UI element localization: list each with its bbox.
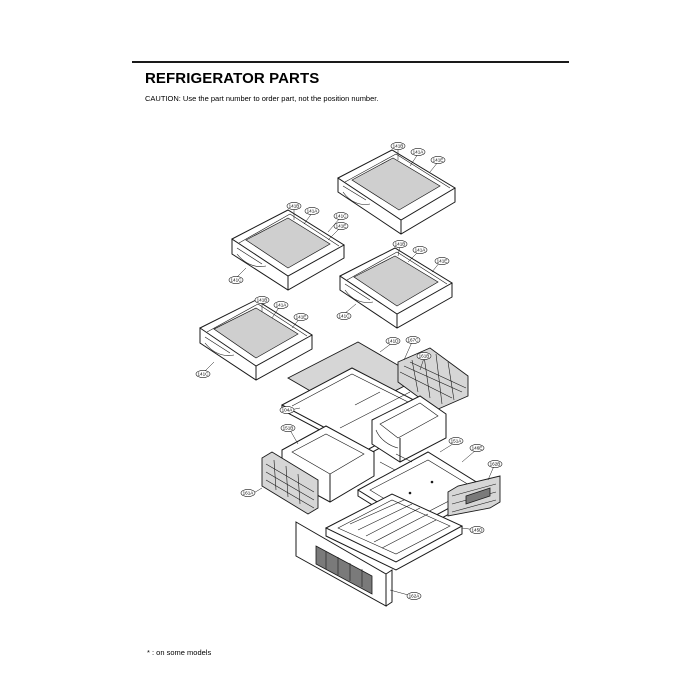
- svg-text:141B: 141B: [289, 204, 300, 209]
- svg-text:141A: 141A: [413, 150, 425, 155]
- pantry-drawer-tray: [324, 493, 464, 571]
- page-title: REFRIGERATOR PARTS: [145, 70, 320, 87]
- svg-text:141B: 141B: [257, 298, 268, 303]
- callout-161a: 161A: [240, 489, 256, 497]
- callout-151b: 151B: [280, 424, 296, 432]
- drawer-rail-left: [261, 451, 319, 515]
- callout-141a-middle-right: 141A: [412, 246, 428, 254]
- svg-text:141D: 141D: [388, 339, 400, 344]
- svg-text:104A: 104A: [282, 408, 294, 413]
- crisper-drawer-right: [371, 395, 447, 463]
- svg-text:141A: 141A: [307, 209, 319, 214]
- svg-text:162B: 162B: [490, 462, 501, 467]
- drawer-front-panel: [295, 521, 393, 607]
- svg-text:141B: 141B: [395, 242, 406, 247]
- callout-141c-middle-left: 141C: [195, 370, 211, 378]
- svg-text:141E: 141E: [437, 259, 448, 264]
- callout-141c-middle-right: 141C: [336, 312, 352, 320]
- callout-141d: 141D: [385, 337, 401, 345]
- callout-141b-top: 141B: [390, 142, 406, 150]
- svg-text:145D: 145D: [472, 528, 484, 533]
- svg-text:141C: 141C: [339, 314, 351, 319]
- callout-141e-top: 141E: [430, 156, 446, 164]
- callout-141c-upper-left-bottom: 141C: [228, 276, 244, 284]
- callout-104a: 104A: [279, 406, 295, 414]
- svg-text:141A: 141A: [415, 248, 427, 253]
- svg-text:141C: 141C: [231, 278, 243, 283]
- callout-161b: 161B: [416, 352, 432, 360]
- callout-162b: 162B: [487, 460, 503, 468]
- callout-141b-middle-right: 141B: [392, 240, 408, 248]
- callout-151a: 151A: [448, 437, 464, 445]
- svg-text:141E: 141E: [433, 158, 444, 163]
- caution-note: CAUTION: Use the part number to order pa…: [145, 94, 379, 103]
- callout-141b-middle-left: 141B: [254, 296, 270, 304]
- callout-141c-upper-left: 141C: [333, 212, 349, 220]
- svg-text:141E: 141E: [336, 224, 347, 229]
- callout-141a-middle-left: 141A: [273, 301, 289, 309]
- callout-167c: 167C: [405, 336, 421, 344]
- callout-141a-top: 141A: [410, 148, 426, 156]
- svg-text:161B: 161B: [419, 354, 430, 359]
- svg-text:146E: 146E: [472, 446, 483, 451]
- callout-141b-upper-left: 141B: [286, 202, 302, 210]
- svg-text:141A: 141A: [276, 303, 288, 308]
- svg-text:167C: 167C: [408, 338, 420, 343]
- svg-text:141C: 141C: [336, 214, 348, 219]
- header-rule: [132, 61, 569, 63]
- svg-text:141B: 141B: [393, 144, 404, 149]
- svg-text:141C: 141C: [198, 372, 210, 377]
- svg-text:151A: 151A: [451, 439, 463, 444]
- svg-text:162A: 162A: [409, 594, 421, 599]
- drawer-rail-right: [447, 475, 501, 517]
- cover-side-rail: [397, 347, 469, 411]
- leader-lines: [203, 148, 495, 597]
- callout-141e-middle-right: 141E: [434, 257, 450, 265]
- shelf-assembly-middle-left: [199, 299, 313, 381]
- callout-146e: 146E: [469, 444, 485, 452]
- callout-141e-upper-left: 141E: [333, 222, 349, 230]
- shelf-assembly-middle-right: [339, 247, 453, 329]
- callout-141a-upper-left: 141A: [304, 207, 320, 215]
- svg-text:141E: 141E: [296, 315, 307, 320]
- callout-162a: 162A: [406, 592, 422, 600]
- svg-text:151B: 151B: [283, 426, 294, 431]
- svg-text:161A: 161A: [243, 491, 255, 496]
- callout-141e-middle-left: 141E: [293, 313, 309, 321]
- shelf-assembly-top-right: [337, 149, 456, 235]
- callout-145d: 145D: [469, 526, 485, 534]
- shelf-assembly-upper-left: [231, 209, 345, 291]
- footnote: * : on some models: [147, 648, 212, 657]
